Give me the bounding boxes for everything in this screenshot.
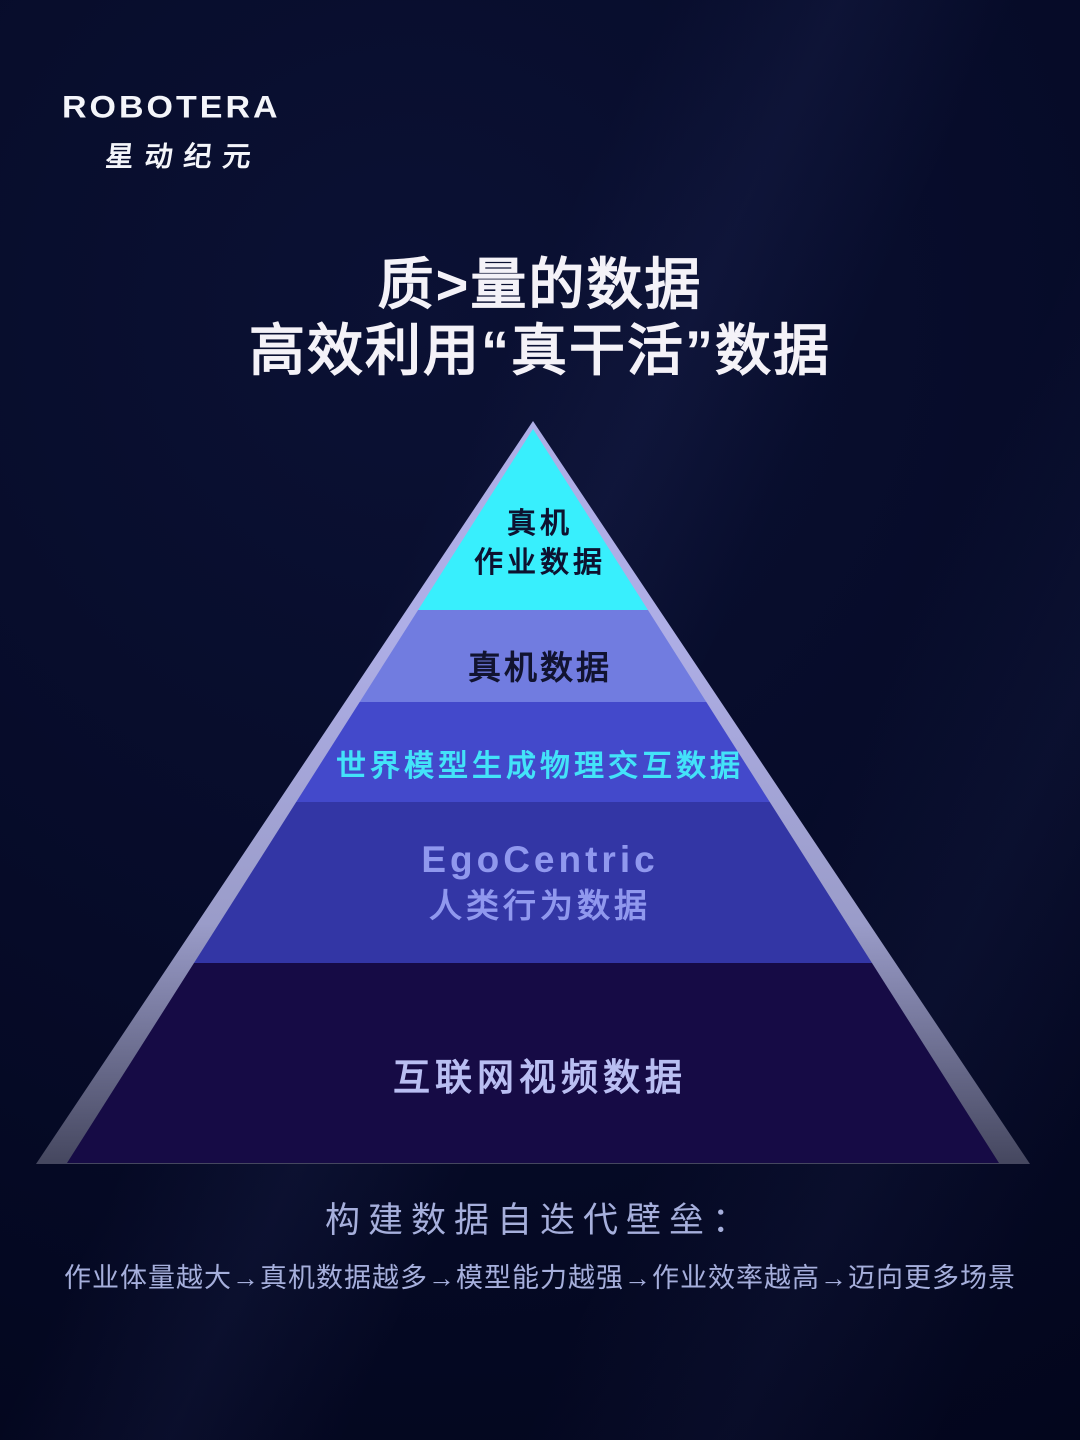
pyramid-layer-5-band xyxy=(67,963,999,1163)
pyramid-layer-4-band xyxy=(67,802,999,963)
logo: ROBOTERA 星动纪元 xyxy=(62,90,281,175)
pyramid-layer-3-band xyxy=(67,702,999,802)
pyramid-layer-1-band xyxy=(67,429,999,610)
title-line-1: 质>量的数据 xyxy=(377,253,703,316)
title-line-2: 高效利用“真干活”数据 xyxy=(249,319,831,382)
footer-heading: 构建数据自迭代壁垒： xyxy=(324,1201,755,1240)
pyramid-layer-2-band xyxy=(67,610,999,702)
logo-brand-text: ROBOTERA xyxy=(62,90,281,125)
page-title: 质>量的数据 高效利用“真干活”数据 xyxy=(0,252,1080,384)
footer-chain-text: 作业体量越大→真机数据越多→模型能力越强→作业效率越高→迈向更多场景 xyxy=(64,1263,1016,1293)
